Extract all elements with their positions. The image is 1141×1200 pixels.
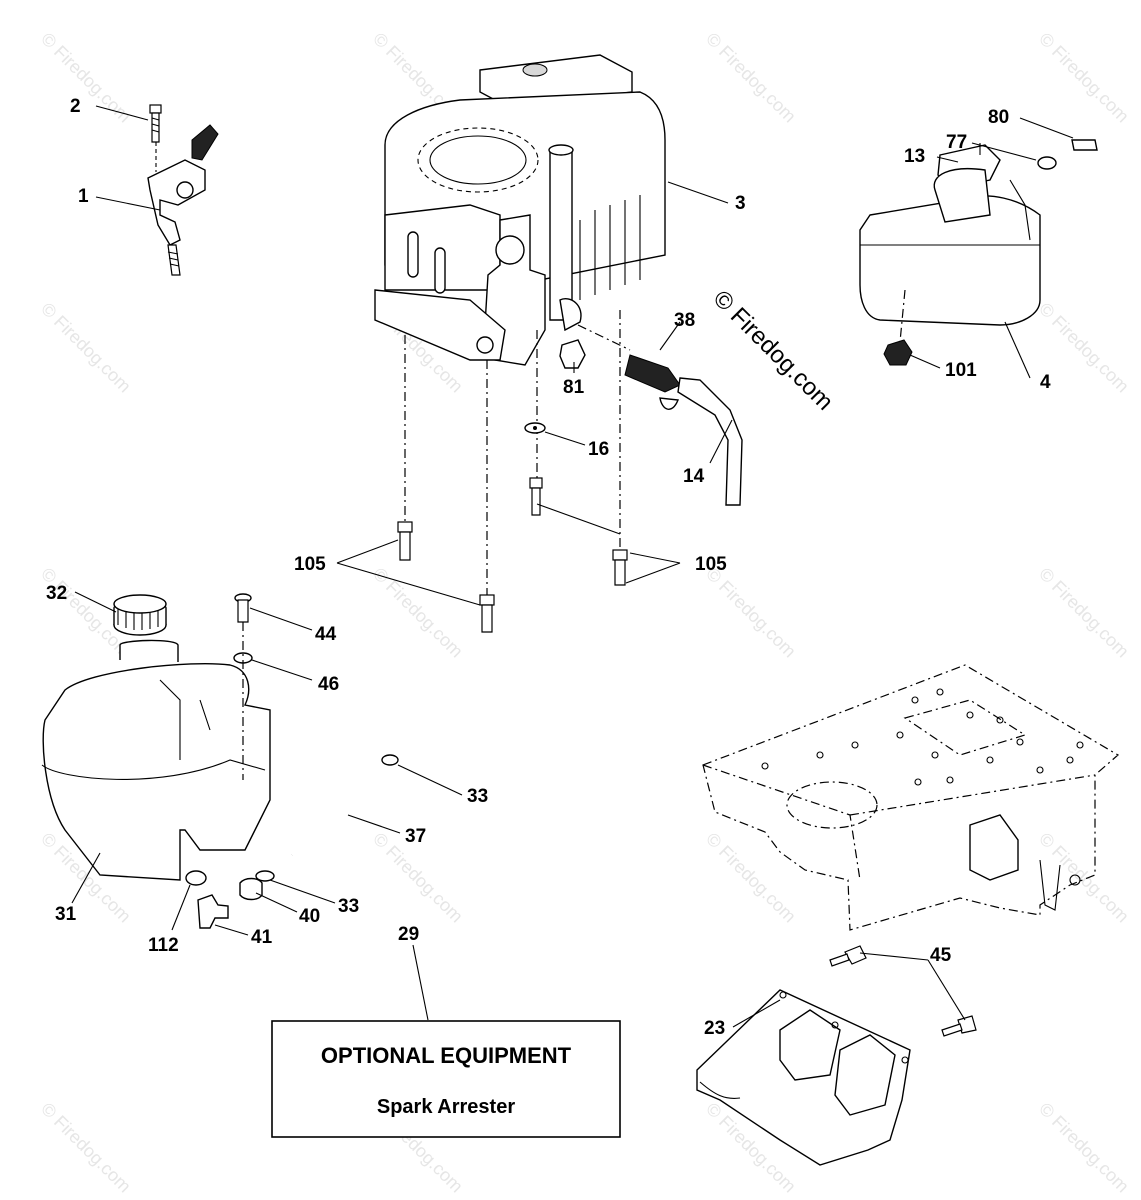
optional-equipment-box: OPTIONAL EQUIPMENT Spark Arrester (271, 1020, 621, 1138)
part-label-23: 23 (704, 1018, 725, 1039)
watermark-main: © Firedog.com (708, 285, 839, 416)
watermark: © Firedog.com (37, 29, 135, 127)
fuel-line (185, 754, 399, 929)
part-labels: 2 1 3 80 77 13 101 4 38 81 16 14 105 105… (46, 96, 1051, 1039)
part-label-16: 16 (588, 439, 609, 460)
optional-equipment-title: OPTIONAL EQUIPMENT (321, 1043, 572, 1068)
part-label-81: 81 (563, 377, 585, 398)
part-label-3: 3 (735, 193, 746, 214)
tank-bolt (233, 593, 253, 780)
part-label-41: 41 (251, 927, 273, 948)
part-label-44: 44 (315, 624, 337, 645)
watermark: © Firedog.com (37, 299, 135, 397)
heat-shield (696, 945, 977, 1166)
engine (374, 54, 666, 366)
fuel-tank (41, 594, 271, 881)
part-label-105-left: 105 (294, 554, 326, 575)
guide-line (577, 324, 631, 351)
part-label-32: 32 (46, 583, 67, 604)
throttle-control (147, 104, 219, 276)
part-label-40: 40 (299, 906, 320, 927)
watermark: © Firedog.com (1035, 1099, 1133, 1197)
watermark: © Firedog.com (702, 564, 800, 662)
part-label-14: 14 (683, 466, 705, 487)
watermark: © Firedog.com (702, 29, 800, 127)
part-label-46: 46 (318, 674, 339, 695)
part-label-29: 29 (398, 924, 419, 945)
part-label-38: 38 (674, 310, 695, 331)
part-label-105-right: 105 (695, 554, 727, 575)
muffler-assembly (859, 139, 1098, 366)
watermark: © Firedog.com (1035, 564, 1133, 662)
fuel-fittings (524, 339, 743, 506)
part-label-45: 45 (930, 945, 952, 966)
watermark: © Firedog.com (1035, 829, 1133, 927)
part-label-101: 101 (945, 360, 977, 381)
mounting-bolts (397, 477, 628, 633)
part-label-33-lower: 33 (338, 896, 359, 917)
part-label-1: 1 (78, 186, 89, 207)
part-label-112: 112 (148, 935, 179, 956)
part-label-37: 37 (405, 826, 426, 847)
part-label-77: 77 (946, 132, 967, 153)
watermark: © Firedog.com (37, 1099, 135, 1197)
part-label-13: 13 (904, 146, 925, 167)
optional-equipment-subtitle: Spark Arrester (377, 1096, 515, 1118)
watermark: © Firedog.com (702, 829, 800, 927)
part-label-80: 80 (988, 107, 1009, 128)
chassis-frame (702, 664, 1120, 931)
part-label-4: 4 (1040, 372, 1051, 393)
part-label-31: 31 (55, 904, 77, 925)
part-label-2: 2 (70, 96, 81, 117)
watermark: © Firedog.com (1035, 29, 1133, 127)
leader-lines (71, 105, 1074, 1028)
part-label-33-upper: 33 (467, 786, 488, 807)
watermark: © Firedog.com (369, 564, 467, 662)
